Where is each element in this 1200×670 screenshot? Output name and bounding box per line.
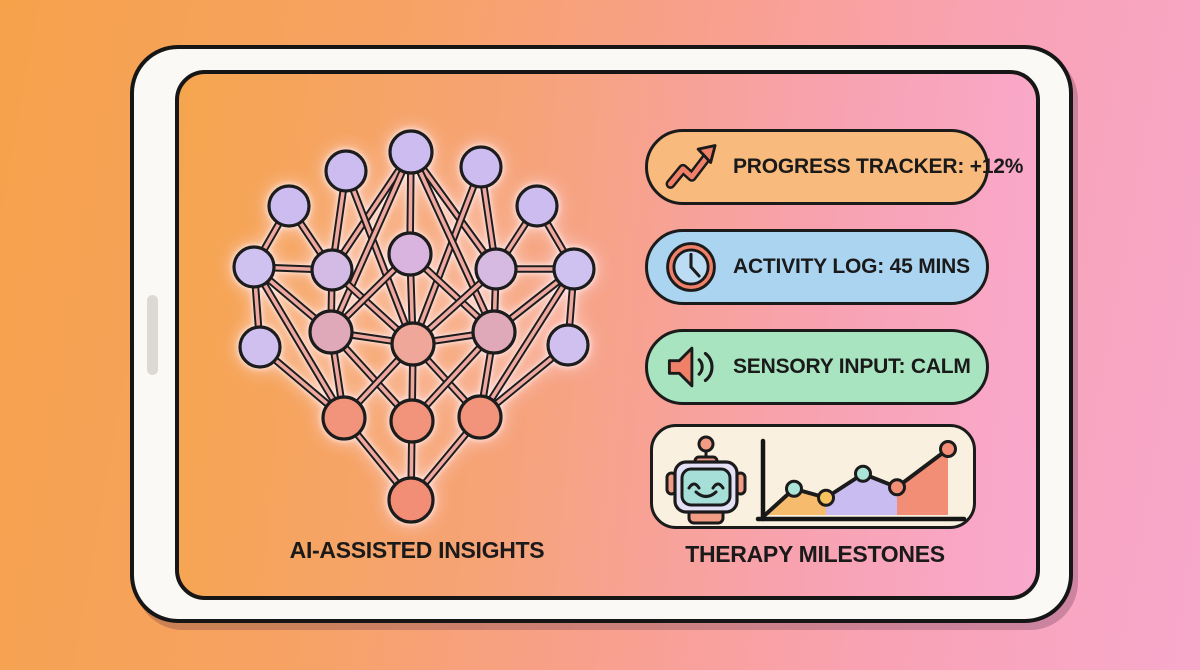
sensory-input-label: SENSORY INPUT: CALM bbox=[733, 355, 971, 378]
therapy-milestones-card[interactable] bbox=[650, 424, 976, 529]
robot-face-icon bbox=[665, 435, 747, 525]
sensory-input-badge[interactable]: SENSORY INPUT: CALM bbox=[645, 329, 989, 405]
activity-log-badge[interactable]: ACTIVITY LOG: 45 MINS bbox=[645, 229, 989, 305]
speaker-icon bbox=[664, 340, 718, 394]
clock-icon bbox=[664, 240, 718, 294]
neural-network-graphic bbox=[232, 129, 596, 524]
tablet-screen: AI-ASSISTED INSIGHTS PROGRESS TRACKER: +… bbox=[175, 70, 1040, 600]
milestones-caption: THERAPY MILESTONES bbox=[685, 541, 945, 567]
network-caption: AI-ASSISTED INSIGHTS bbox=[289, 537, 545, 563]
tablet-side-button bbox=[147, 295, 158, 375]
activity-log-label: ACTIVITY LOG: 45 MINS bbox=[733, 255, 970, 278]
milestones-area-chart bbox=[755, 438, 967, 522]
tablet-device: AI-ASSISTED INSIGHTS PROGRESS TRACKER: +… bbox=[130, 45, 1073, 623]
trending-up-icon bbox=[664, 140, 718, 194]
progress-tracker-badge[interactable]: PROGRESS TRACKER: +12% bbox=[645, 129, 1023, 205]
progress-tracker-label: PROGRESS TRACKER: +12% bbox=[733, 155, 1024, 178]
